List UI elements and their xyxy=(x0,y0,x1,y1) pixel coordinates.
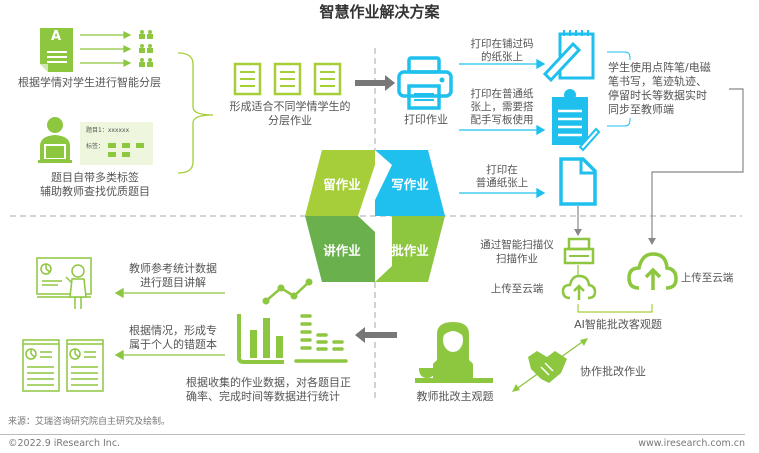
notebook-pen-icon xyxy=(542,30,595,83)
cloud-upload-icon-small xyxy=(561,274,597,300)
scan-line1: 通过智能扫描仪 xyxy=(480,239,554,251)
teacher-grading-icon xyxy=(415,322,493,383)
tag-card-question: 题目1：xxxxxx xyxy=(86,127,130,134)
tags-label-line2: 辅助教师查找优质题目 xyxy=(40,185,150,198)
teacher-computer-icon xyxy=(38,117,72,163)
print-homework-label: 打印作业 xyxy=(404,113,448,126)
print-arrows xyxy=(459,58,546,199)
mistakes-line2: 属于个人的错题本 xyxy=(129,338,217,351)
sync-text-line3: 停留时长等数据实时 xyxy=(608,89,707,102)
tag-chips xyxy=(108,143,144,157)
footer-divider xyxy=(0,434,745,435)
answer-sheet-icon xyxy=(40,28,73,72)
print-opt1-line2: 的纸张上 xyxy=(481,51,523,63)
printer-icon xyxy=(397,56,453,110)
hex-explain-homework: 讲作业 xyxy=(323,242,361,258)
distribute-arrows xyxy=(80,30,153,67)
sync-text-line4: 同步至教师端 xyxy=(608,103,674,116)
handshake-icon xyxy=(528,351,567,383)
upload-right-label: 上传至云端 xyxy=(680,272,734,284)
hex-grade-homework: 批作业 xyxy=(391,242,429,258)
checklist-icons xyxy=(233,62,342,96)
layering-label: 根据学情对学生进行智能分层 xyxy=(18,76,161,89)
tags-label-line1: 题目自带多类标签 xyxy=(51,171,139,184)
statistics-chart-icon xyxy=(237,278,348,364)
lecture-line2: 进行题目讲解 xyxy=(140,276,206,289)
teacher-board-icon xyxy=(36,257,92,309)
print-opt3-line2: 普通纸张上 xyxy=(475,177,529,189)
lecture-line1: 教师参考统计数据 xyxy=(129,262,217,275)
print-opt1-line1: 打印在铺过码 xyxy=(470,38,534,50)
teacher-grading-label: 教师批改主观题 xyxy=(416,390,494,403)
sync-text-line1: 学生使用点阵笔/电磁 xyxy=(608,61,711,74)
copyright: ©2022.9 iResearch Inc. xyxy=(8,438,121,449)
tag-card-tags-label: 标签： xyxy=(86,143,105,150)
print-opt2-line2: 张上，需要搭 xyxy=(470,101,534,113)
merge-bracket xyxy=(177,52,214,174)
layered-homework-line1: 形成适合不同学情学生的 xyxy=(229,100,351,113)
mistake-book-icons xyxy=(22,339,104,392)
layered-homework-line2: 分层作业 xyxy=(268,114,312,127)
sync-text-line2: 笔书写，笔迹轨迹、 xyxy=(608,75,707,88)
doc-letter: A xyxy=(51,29,62,44)
hex-assign-homework: 留作业 xyxy=(323,176,361,192)
paper-document-icon xyxy=(559,157,597,206)
collab-grading-label: 协作批改作业 xyxy=(580,365,646,378)
gray-arrow-right xyxy=(355,75,395,91)
scan-line2: 扫描作业 xyxy=(496,253,538,265)
mistakes-line1: 根据情况，形成专 xyxy=(129,324,217,337)
gray-arrow-left xyxy=(355,327,397,343)
sync-bracket xyxy=(607,51,631,127)
stats-line2: 确率、完成时间等数据进行统计 xyxy=(186,390,340,403)
hex-write-homework: 写作业 xyxy=(391,176,429,192)
ai-grading-label: AI智能批改客观题 xyxy=(574,318,662,331)
scanner-icon xyxy=(563,237,595,265)
page-title: 智慧作业解决方案 xyxy=(319,3,440,21)
upload-left-label: 上传至云端 xyxy=(490,283,544,295)
source-note: 来源：艾瑞咨询研究院自主研究及绘制。 xyxy=(8,417,171,427)
stats-line1: 根据收集的作业数据，对各题目正 xyxy=(186,376,351,389)
website-link[interactable]: www.iresearch.com.cn xyxy=(638,438,745,449)
print-opt2-line1: 打印在普通纸 xyxy=(470,88,534,100)
cloud-upload-icon-large xyxy=(627,252,678,290)
clipboard-pen-icon xyxy=(552,89,601,152)
print-opt3-line1: 打印在 xyxy=(486,164,518,176)
print-opt2-line3: 配手写板使用 xyxy=(470,114,534,126)
